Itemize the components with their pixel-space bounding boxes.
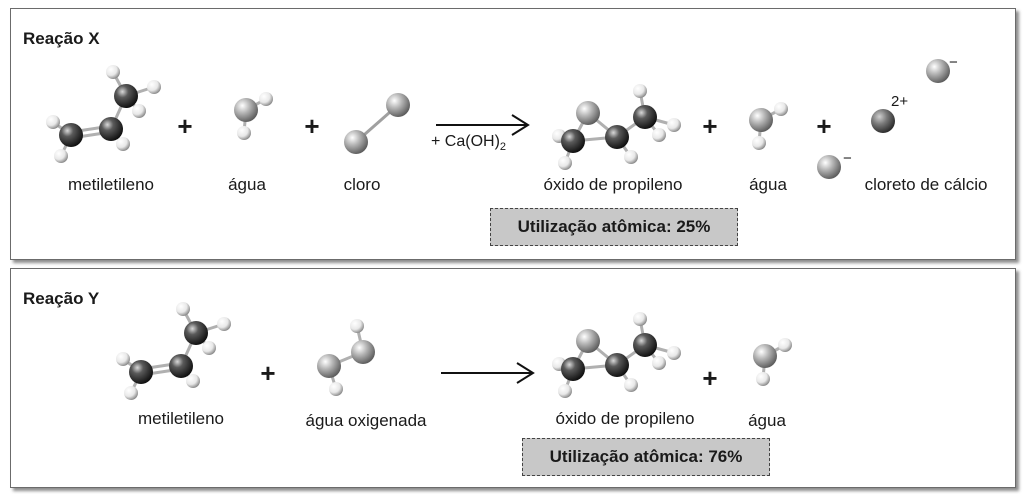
reaction-arrow <box>436 114 530 136</box>
propylene-oxide-molecule <box>552 312 681 398</box>
plus-sign: + <box>260 358 276 388</box>
label-cloreto-de-calcio: cloreto de cálcio <box>864 175 988 194</box>
label-cloro: cloro <box>343 175 381 194</box>
atom-utilization-box: Utilização atômica: 25% <box>490 208 738 246</box>
chloride-charge: − <box>949 54 958 71</box>
reagent-calcium-hydroxide: + Ca(OH)2 <box>431 133 507 154</box>
plus-sign: + <box>702 363 718 393</box>
atom-utilization-box: Utilização atômica: 76% <box>522 438 770 476</box>
label-oxido-de-propileno: óxido de propileno <box>555 409 695 428</box>
reaction-y-panel: Reação Y metiletileno + água oxi <box>10 268 1016 488</box>
metiletileno-molecule <box>116 302 231 400</box>
water-molecule <box>234 92 273 140</box>
label-agua: água <box>749 175 787 194</box>
plus-sign: + <box>304 111 320 141</box>
plus-sign: + <box>816 111 832 141</box>
plus-sign: + <box>177 111 193 141</box>
reaction-y-title: Reação Y <box>23 289 100 308</box>
metiletileno-molecule <box>46 65 161 163</box>
label-metiletileno: metiletileno <box>138 409 224 428</box>
plus-sign: + <box>702 111 718 141</box>
reaction-x-panel: Reação X metiletileno + água + cl <box>10 8 1016 260</box>
label-oxido-de-propileno: óxido de propileno <box>543 175 683 194</box>
chloride-charge: − <box>843 150 852 167</box>
calcium-chloride-ions <box>817 59 950 179</box>
propylene-oxide-molecule <box>552 84 681 170</box>
reaction-arrow <box>441 362 535 384</box>
reaction-x-title: Reação X <box>23 29 100 48</box>
water-molecule <box>749 102 788 150</box>
chlorine-molecule <box>344 93 410 154</box>
water-molecule <box>753 338 792 386</box>
label-agua: água <box>748 411 786 430</box>
hydrogen-peroxide-molecule <box>317 319 375 396</box>
label-metiletileno: metiletileno <box>68 175 154 194</box>
calcium-charge: 2+ <box>891 93 909 110</box>
label-agua-oxigenada: água oxigenada <box>305 411 427 430</box>
label-agua: água <box>228 175 266 194</box>
